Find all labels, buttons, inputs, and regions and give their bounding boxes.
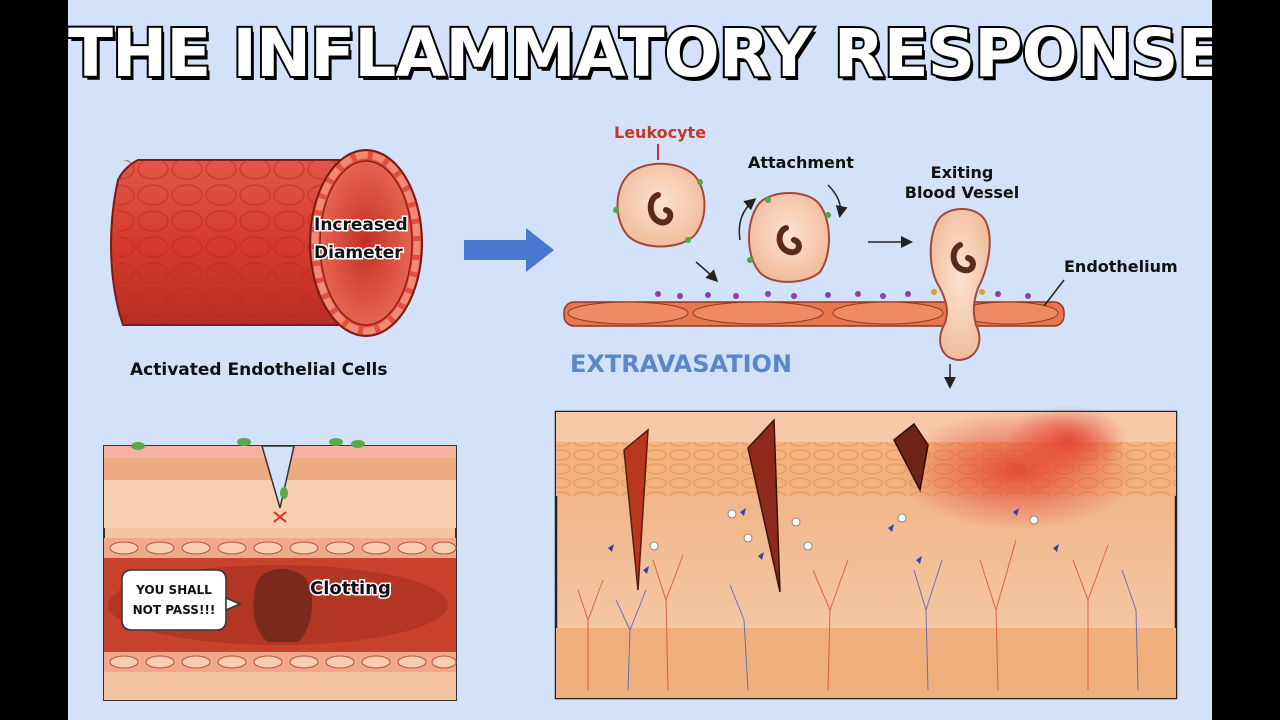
attaching-leukocyte [747,192,831,283]
diagram-illustration: Increased Diameter Activated Endothelial… [103,123,1178,701]
exiting-label-line1: Exiting [931,163,994,182]
leukocyte-label: Leukocyte [614,123,706,142]
exiting-label-line2: Blood Vessel [905,183,1019,202]
vessel-label-increased: Increased [314,215,408,235]
speech-line2: NOT PASS!!! [133,603,216,617]
exiting-leukocyte [929,208,991,362]
vessel-label-diameter: Diameter [314,243,403,263]
clotting-label: Clotting [310,578,391,599]
endothelium-layer [563,291,1065,327]
extravasation-heading: EXTRAVASATION [570,350,792,378]
attachment-label: Attachment [748,153,854,172]
clotting-illustration [103,438,457,701]
speech-line1: YOU SHALL [135,583,212,597]
skin-cross-section [554,405,1178,700]
leukocyte-cell [613,162,706,248]
blood-vessel-illustration [110,149,423,337]
speech-bubble [121,569,242,631]
diagram-canvas: THE INFLAMMATORY RESPONSE [68,0,1212,720]
vessel-caption: Activated Endothelial Cells [130,360,387,380]
page-title: THE INFLAMMATORY RESPONSE [68,13,1212,94]
endothelium-label: Endothelium [1064,257,1178,276]
transition-arrow-icon [464,228,554,272]
